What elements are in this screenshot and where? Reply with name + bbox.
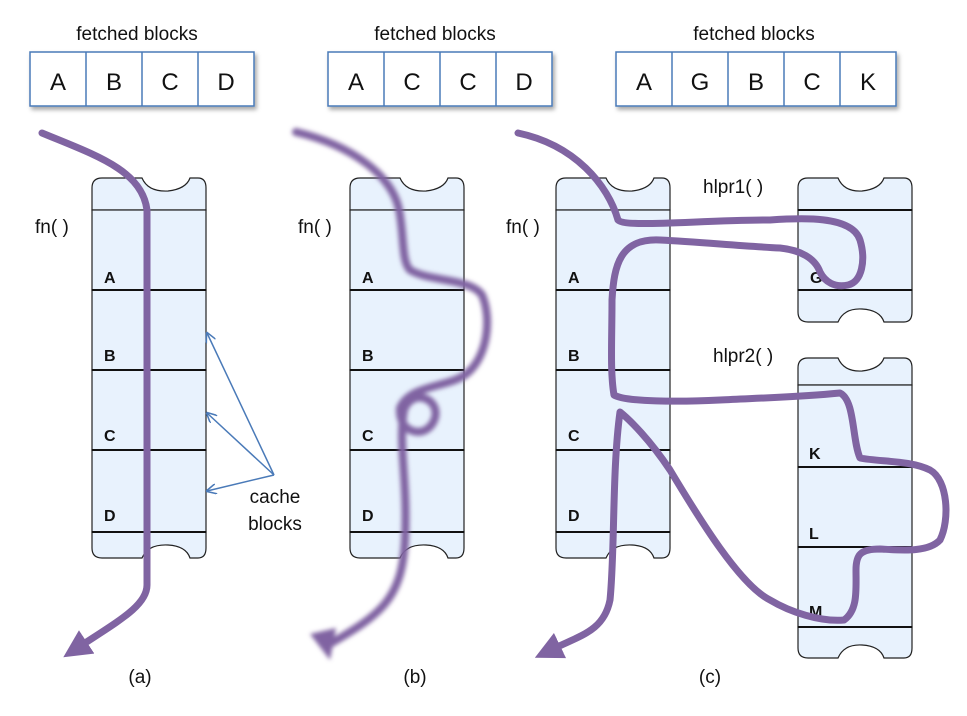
fetched-block: D <box>515 69 532 96</box>
fetched-block: G <box>691 69 710 96</box>
panel-caption: (b) <box>403 667 426 688</box>
fetched-block: D <box>217 69 234 96</box>
fetched-blocks-title: fetched blocks <box>76 24 197 45</box>
execution-path <box>292 128 492 660</box>
fetched-block: B <box>106 69 122 96</box>
fetched-blocks-row <box>29 51 255 107</box>
fetched-block: K <box>860 69 876 96</box>
fetched-block: C <box>403 69 420 96</box>
fetched-blocks-row <box>615 51 897 107</box>
cache-blocks-pointer <box>207 333 275 491</box>
helper-column <box>797 357 913 659</box>
cache-block-label: A <box>568 270 580 287</box>
function-label: fn( ) <box>298 217 332 238</box>
fetched-block: A <box>50 69 66 96</box>
fetched-block: A <box>636 69 652 96</box>
cache-block-label: C <box>568 428 580 445</box>
execution-path <box>38 129 151 658</box>
panel-b: fetched blocks A C C D fn( ) A B C D <box>292 24 553 688</box>
cache-block-label: D <box>568 508 580 525</box>
cache-block-label: C <box>362 428 374 445</box>
fetched-block: C <box>459 69 476 96</box>
cache-block-label: B <box>362 348 374 365</box>
fetched-blocks-row <box>327 51 553 107</box>
helper-label: hlpr1( ) <box>703 177 763 198</box>
cache-block-label: D <box>362 508 374 525</box>
panel-c: fetched blocks A G B C K fn( ) A B <box>506 24 950 688</box>
cache-block-label: D <box>104 508 116 525</box>
helper-label: hlpr2( ) <box>713 346 773 367</box>
fetched-blocks-title: fetched blocks <box>693 24 814 45</box>
execution-path <box>514 129 950 659</box>
fetched-block: C <box>803 69 820 96</box>
cache-block-label: L <box>809 526 819 543</box>
annotation-line1: cache <box>250 487 301 508</box>
cache-block-label: B <box>568 348 580 365</box>
panel-a: fetched blocks A B C D fn( ) A B C D <box>29 24 302 688</box>
cache-block-label: C <box>104 428 116 445</box>
cache-block-label: A <box>104 270 116 287</box>
fetched-block: A <box>348 69 364 96</box>
fetched-block: C <box>161 69 178 96</box>
function-label: fn( ) <box>506 217 540 238</box>
cache-block-label: B <box>104 348 116 365</box>
panel-caption: (c) <box>699 667 721 688</box>
helper-column <box>797 177 913 323</box>
panel-caption: (a) <box>128 667 151 688</box>
function-label: fn( ) <box>35 217 69 238</box>
cache-block-label: K <box>809 446 821 463</box>
annotation-line2: blocks <box>248 514 302 535</box>
fetched-blocks-title: fetched blocks <box>374 24 495 45</box>
fetched-block: B <box>748 69 764 96</box>
cache-block-label: A <box>362 270 374 287</box>
